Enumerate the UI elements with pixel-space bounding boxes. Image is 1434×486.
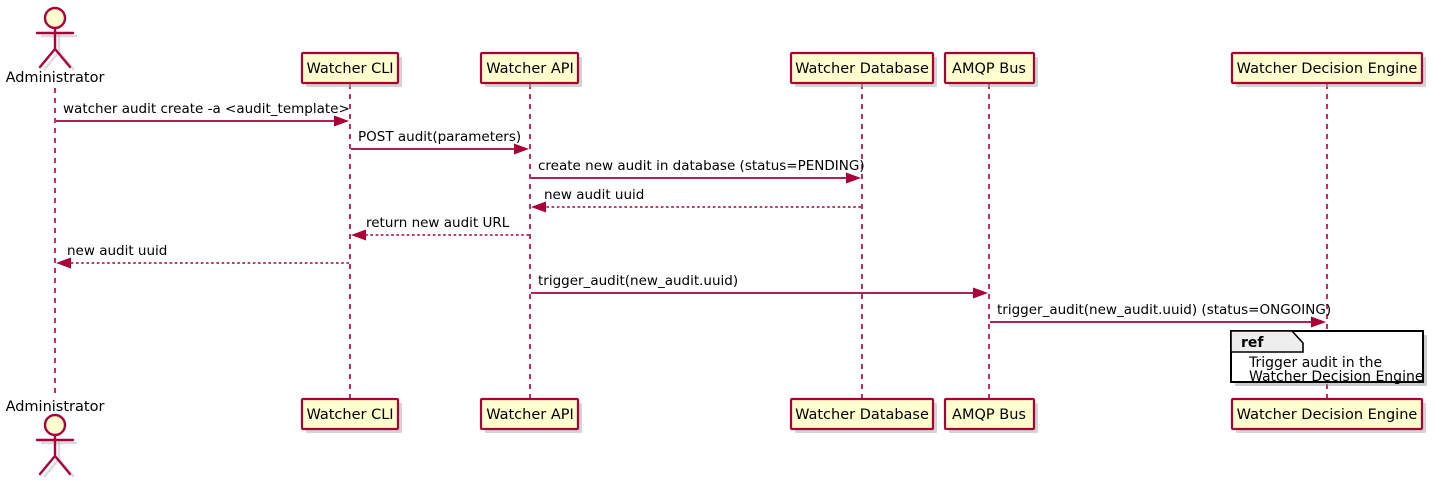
participant-box-watcher-api-top[interactable]: Watcher API bbox=[479, 51, 582, 87]
participant-box-watcher-cli-top[interactable]: Watcher CLI bbox=[300, 51, 402, 87]
message-4-label: new audit uuid bbox=[544, 187, 644, 203]
actor-leg-left bbox=[38, 47, 57, 69]
message-1: watcher audit create -a <audit_template> bbox=[56, 101, 350, 127]
actor-head-icon-bottom bbox=[43, 413, 67, 437]
actor-leg-right-bottom bbox=[53, 454, 72, 476]
actor-label-top: Administrator bbox=[6, 70, 105, 86]
message-3: create new audit in database (status=PEN… bbox=[531, 158, 865, 184]
actor-leg-right bbox=[53, 47, 72, 69]
participant-box-watcher-cli-bottom[interactable]: Watcher CLI bbox=[300, 397, 402, 433]
ref-block-line-2: Watcher Decision Engine bbox=[1249, 369, 1423, 385]
participant-box-watcher-database-top[interactable]: Watcher Database bbox=[789, 51, 937, 87]
message-8-arrowhead bbox=[1311, 316, 1326, 328]
actor-administrator-bottom[interactable]: Administrator bbox=[6, 399, 105, 478]
message-1-label: watcher audit create -a <audit_template> bbox=[63, 101, 350, 117]
participant-label-watcher-database-top: Watcher Database bbox=[795, 61, 929, 77]
message-1-arrowhead bbox=[334, 115, 349, 127]
actor-head-icon bbox=[43, 6, 67, 30]
actor-shadow-bottom bbox=[41, 439, 77, 478]
participant-label-watcher-api-top: Watcher API bbox=[486, 61, 574, 77]
participant-box-watcher-decision-engine-bottom[interactable]: Watcher Decision Engine bbox=[1230, 397, 1426, 433]
message-7-label: trigger_audit(new_audit.uuid) bbox=[538, 273, 738, 289]
message-8-label: trigger_audit(new_audit.uuid) (status=ON… bbox=[997, 302, 1331, 318]
message-6-arrowhead bbox=[56, 257, 71, 269]
actor-shadow-top bbox=[41, 32, 77, 71]
message-4: new audit uuid bbox=[531, 187, 861, 213]
message-5: return new audit URL bbox=[351, 215, 529, 241]
participant-box-watcher-decision-engine-top[interactable]: Watcher Decision Engine bbox=[1230, 51, 1426, 87]
participant-box-watcher-api-bottom[interactable]: Watcher API bbox=[479, 397, 582, 433]
message-6-label: new audit uuid bbox=[67, 243, 167, 259]
ref-block-line-1: Trigger audit in the bbox=[1248, 355, 1382, 371]
ref-block-tab-label: ref bbox=[1241, 335, 1264, 351]
message-3-arrowhead bbox=[846, 172, 861, 184]
ref-block[interactable]: ref Trigger audit in the Watcher Decisio… bbox=[1230, 330, 1427, 386]
lifelines bbox=[54, 84, 1328, 398]
message-7-arrowhead bbox=[973, 287, 988, 299]
participant-box-amqp-bus-top[interactable]: AMQP Bus bbox=[943, 51, 1038, 87]
ref-block-tab bbox=[1230, 330, 1304, 353]
participant-label-watcher-decision-engine-top: Watcher Decision Engine bbox=[1237, 61, 1418, 77]
message-4-arrowhead bbox=[531, 201, 546, 213]
message-5-label: return new audit URL bbox=[366, 215, 510, 231]
message-2: POST audit(parameters) bbox=[351, 129, 529, 155]
message-6: new audit uuid bbox=[56, 243, 349, 269]
actor-administrator-top[interactable]: Administrator bbox=[6, 6, 105, 86]
message-2-arrowhead bbox=[514, 143, 529, 155]
participant-label-watcher-database-bottom: Watcher Database bbox=[795, 407, 929, 423]
message-7: trigger_audit(new_audit.uuid) bbox=[531, 273, 988, 299]
participant-label-amqp-bus-bottom: AMQP Bus bbox=[952, 407, 1026, 423]
participant-label-watcher-cli-bottom: Watcher CLI bbox=[306, 407, 393, 423]
participant-box-watcher-database-bottom[interactable]: Watcher Database bbox=[789, 397, 937, 433]
message-8: trigger_audit(new_audit.uuid) (status=ON… bbox=[990, 302, 1331, 328]
message-2-label: POST audit(parameters) bbox=[358, 129, 521, 145]
participant-label-watcher-decision-engine-bottom: Watcher Decision Engine bbox=[1237, 407, 1418, 423]
message-5-arrowhead bbox=[351, 229, 366, 241]
actor-label-bottom: Administrator bbox=[6, 399, 105, 415]
participant-label-amqp-bus-top: AMQP Bus bbox=[952, 61, 1026, 77]
participant-box-amqp-bus-bottom[interactable]: AMQP Bus bbox=[943, 397, 1038, 433]
participant-label-watcher-api-bottom: Watcher API bbox=[486, 407, 574, 423]
message-3-label: create new audit in database (status=PEN… bbox=[538, 158, 865, 174]
participant-label-watcher-cli-top: Watcher CLI bbox=[306, 61, 393, 77]
actor-leg-left-bottom bbox=[38, 454, 57, 476]
